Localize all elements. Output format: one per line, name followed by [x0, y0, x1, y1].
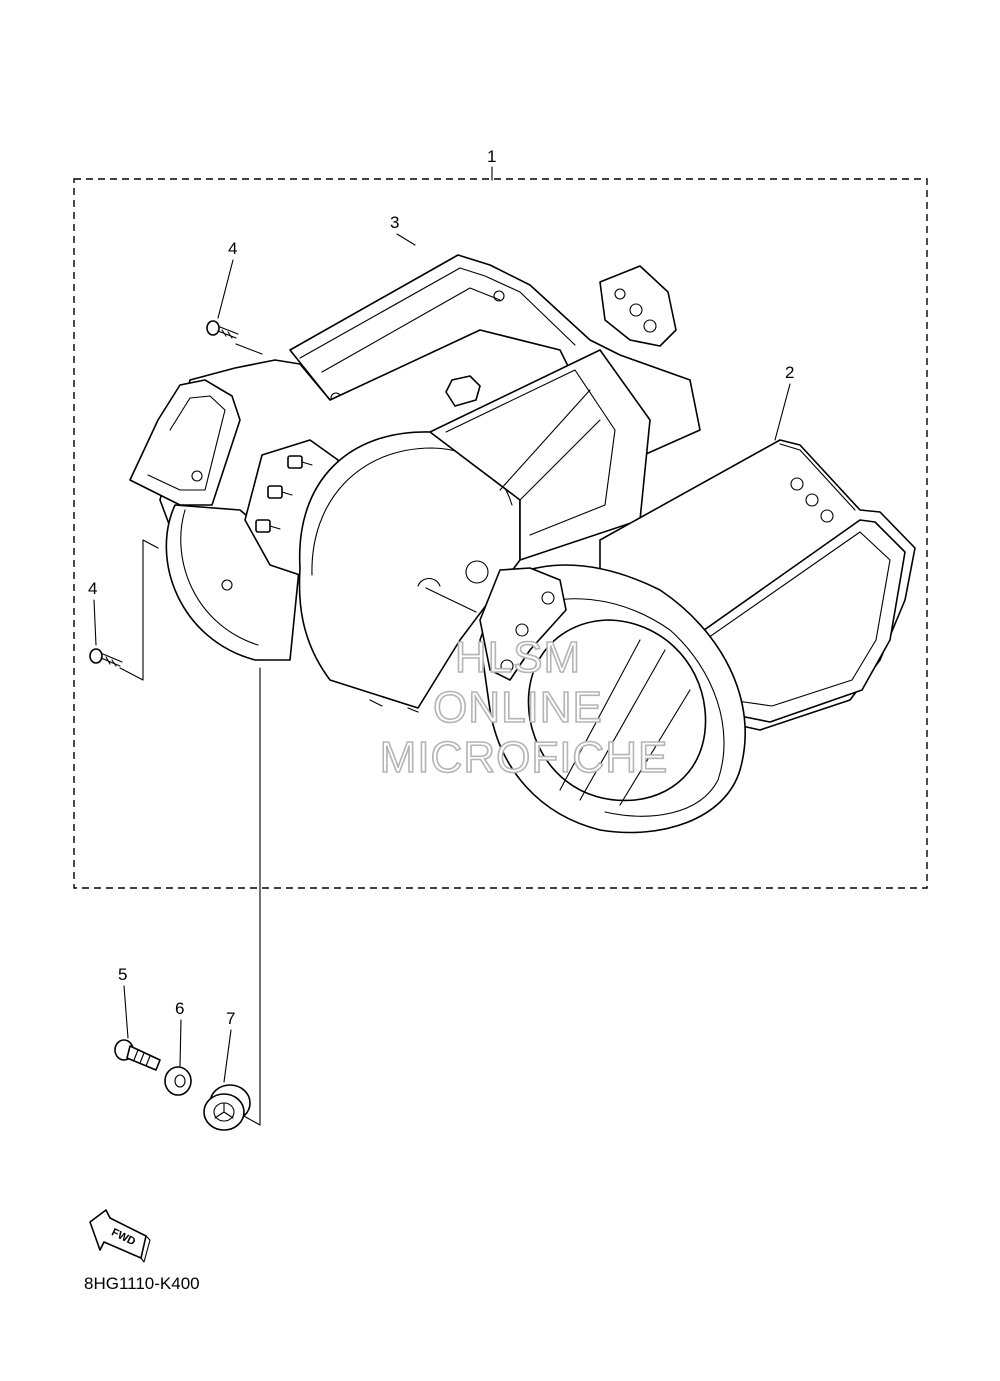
- svg-text:4: 4: [228, 239, 237, 258]
- meter-upper-case[interactable]: [479, 439, 916, 834]
- washer-6: [164, 1066, 192, 1096]
- svg-text:ONLINE: ONLINE: [433, 683, 603, 732]
- screw-lower: [89, 539, 159, 681]
- svg-text:HLSM: HLSM: [455, 633, 581, 682]
- grommet-leader: [241, 667, 261, 1126]
- callout-1[interactable]: 1: [487, 147, 496, 181]
- watermark: HLSM ONLINE MICROFICHE: [379, 632, 669, 783]
- bolt-5: [114, 1039, 161, 1071]
- assembly-boundary: [73, 178, 928, 889]
- svg-text:2: 2: [785, 363, 794, 382]
- screw-upper: [206, 320, 263, 355]
- svg-text:3: 3: [390, 213, 399, 232]
- callout-4-lower[interactable]: 4: [88, 579, 97, 646]
- callout-4-upper[interactable]: 4: [217, 239, 237, 319]
- grommet-7: [203, 1084, 251, 1131]
- callout-5[interactable]: 5: [118, 965, 129, 1039]
- svg-text:1: 1: [487, 147, 496, 166]
- callout-2[interactable]: 2: [774, 363, 794, 441]
- meter-dial-unit: [298, 349, 651, 713]
- forward-arrow-icon: FWD: [89, 1209, 151, 1263]
- svg-text:5: 5: [118, 965, 127, 984]
- callout-3[interactable]: 3: [390, 213, 416, 246]
- svg-text:6: 6: [175, 999, 184, 1018]
- callout-7[interactable]: 7: [223, 1009, 235, 1083]
- diagram-code: 8HG1110-K400: [84, 1274, 200, 1293]
- svg-text:7: 7: [226, 1009, 235, 1028]
- callout-6[interactable]: 6: [175, 999, 184, 1067]
- svg-text:MICROFICHE: MICROFICHE: [380, 733, 669, 782]
- svg-text:4: 4: [88, 579, 97, 598]
